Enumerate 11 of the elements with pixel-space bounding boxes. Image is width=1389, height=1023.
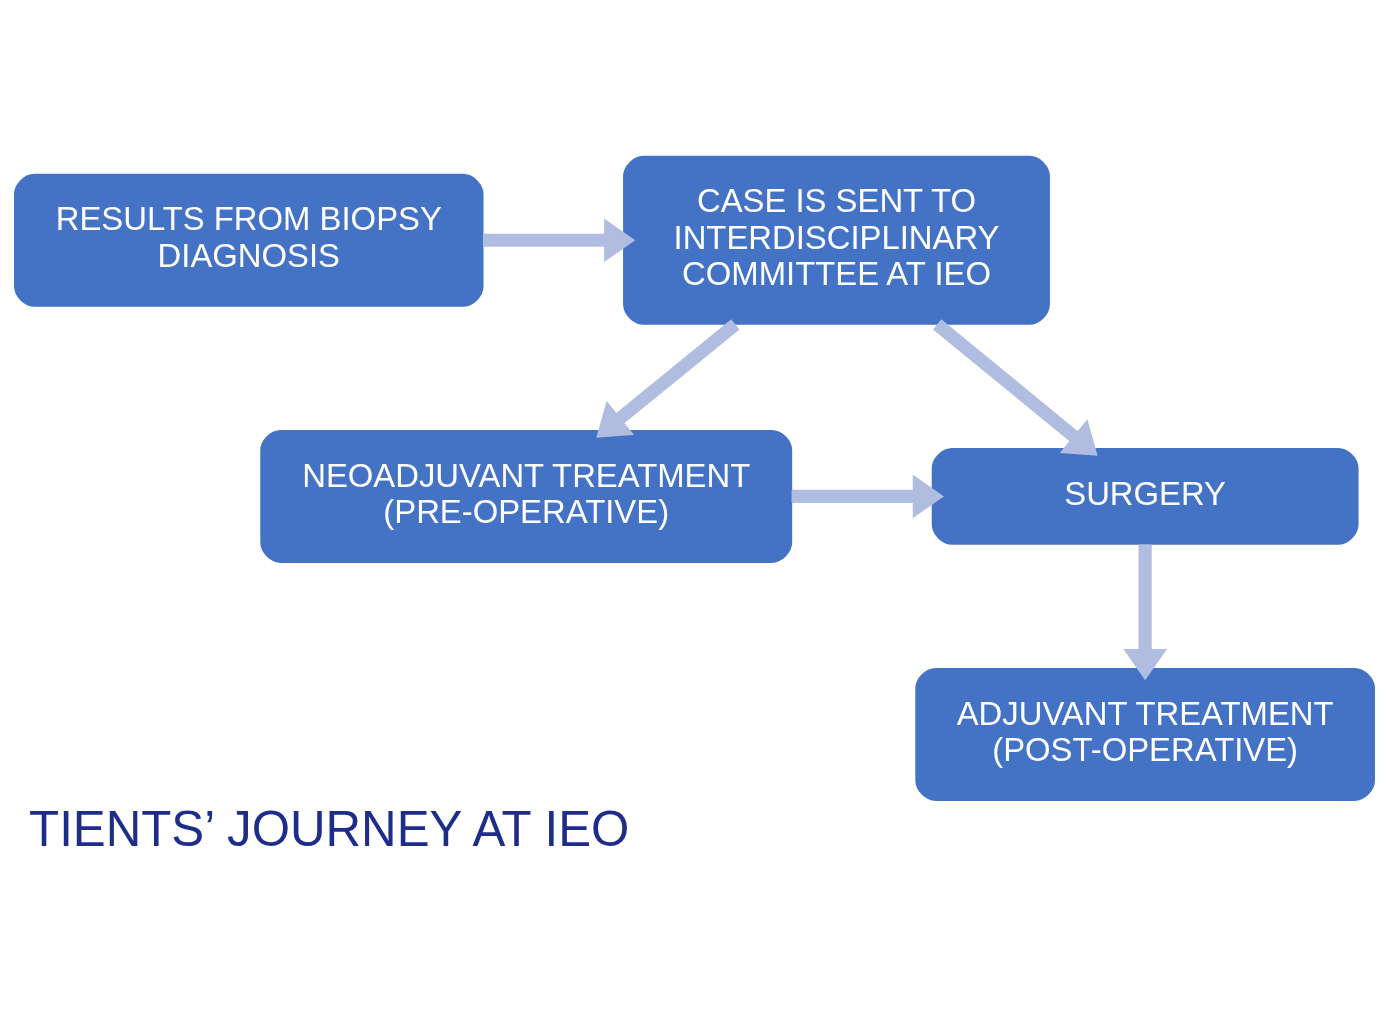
node-box: SURGERY (931, 447, 1359, 545)
arrow (1123, 543, 1167, 680)
node-box: ADJUVANT TREATMENT (POST-OPERATIVE) (915, 667, 1375, 801)
arrow (791, 474, 944, 518)
node-box: NEOADJUVANT TREATMENT (PRE-OPERATIVE) (260, 429, 793, 563)
arrow (482, 218, 636, 262)
diagram-title: TIENTS’ JOURNEY AT IEO (29, 800, 630, 856)
arrow (932, 318, 1098, 456)
node-box: CASE IS SENT TO INTERDISCIPLINARY COMMITTEE AT IEO (623, 155, 1050, 325)
node-box: RESULTS FROM BIOPSY DIAGNOSIS (14, 173, 484, 307)
arrow (596, 318, 740, 438)
